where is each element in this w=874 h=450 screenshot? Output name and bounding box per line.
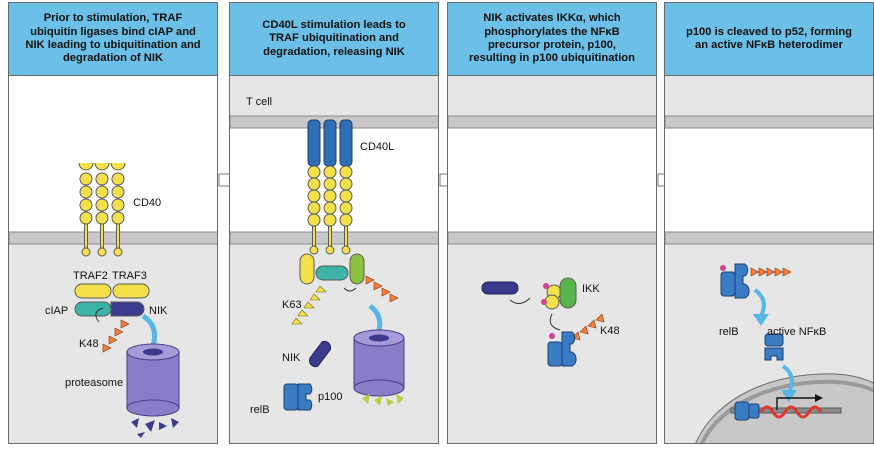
dna-transcription <box>730 394 842 421</box>
t-cell-label: T cell <box>246 96 273 108</box>
cleavage-arrow-head <box>753 314 769 326</box>
nik-shape <box>308 340 332 368</box>
k48-label: K48 <box>79 338 99 350</box>
t-cell-area <box>230 76 438 116</box>
relb-p100-complex <box>720 263 750 299</box>
cd40l-label: CD40L <box>360 141 395 153</box>
cd40-label: CD40 <box>133 197 162 209</box>
cleavage-arrow <box>753 288 766 317</box>
nik-label: NIK <box>282 352 301 364</box>
proteasome-cylinder <box>353 329 405 397</box>
cell-membrane <box>9 231 217 245</box>
k48-ubiquitin-chain <box>102 319 130 353</box>
ikk-label: IKK <box>582 283 600 295</box>
panel-2: CD40L stimulation leads to TRAF ubiquiti… <box>229 2 439 444</box>
traf2-shape <box>74 283 112 299</box>
ciap-shape <box>315 265 349 281</box>
k48-ubiquitin-chain <box>365 275 399 303</box>
panel-3-title: NIK activates IKKα, which phosphorylates… <box>469 12 635 65</box>
k48-ubiquitin-chain <box>750 267 792 277</box>
k63-label: K63 <box>282 299 302 311</box>
nuclear-import-arrow-head <box>781 390 797 402</box>
curved-arrow <box>509 297 531 304</box>
curved-arrow <box>343 287 357 292</box>
ciap-label: cIAP <box>45 305 69 317</box>
panel-4-title: p100 is cleaved to p52, forming an activ… <box>685 25 852 51</box>
traf2-shape <box>299 253 315 285</box>
cell-membrane <box>448 231 656 245</box>
panel-3-illustration <box>448 76 656 443</box>
nuclear-import-arrow <box>781 364 794 393</box>
panel-2-title: CD40L stimulation leads to TRAF ubiquiti… <box>262 18 406 58</box>
degradation-arrow <box>141 313 158 347</box>
traf2-label: TRAF2 <box>73 270 108 282</box>
nuclear-envelope <box>699 379 873 443</box>
traf3-label: TRAF3 <box>112 270 147 282</box>
panel-3: NIK activates IKKα, which phosphorylates… <box>447 2 657 444</box>
cytoplasm <box>9 232 217 443</box>
ikk-complex <box>541 277 577 310</box>
active-nfkb-dimer <box>764 333 784 361</box>
panel-1-title: Prior to stimulation, TRAF ubiquitin lig… <box>25 12 201 65</box>
panel-1: Prior to stimulation, TRAF ubiquitin lig… <box>8 2 218 444</box>
panel-1-header: Prior to stimulation, TRAF ubiquitin lig… <box>9 3 217 76</box>
t-cell-membrane <box>448 115 656 129</box>
traf3-shape <box>112 283 150 299</box>
cell-membrane <box>665 231 873 245</box>
panel-1-illustration <box>9 76 217 443</box>
nik-label: NIK <box>149 305 168 317</box>
nik-shape <box>110 301 145 317</box>
t-cell-area <box>665 76 873 116</box>
panel-4-illustration <box>665 76 873 443</box>
cd40l-ligand <box>307 119 353 167</box>
p100-label: p100 <box>318 391 343 403</box>
relb-label: relB <box>250 404 270 416</box>
panel-4-header: p100 is cleaved to p52, forming an activ… <box>665 3 873 76</box>
relb-label: relB <box>719 326 739 338</box>
proteasome-cylinder <box>126 343 180 417</box>
curved-arrow <box>95 307 104 323</box>
panel-4: p100 is cleaved to p52, forming an activ… <box>664 2 874 444</box>
t-cell-membrane <box>665 115 873 129</box>
cd40-receptor <box>307 165 353 255</box>
nik-shape <box>481 281 519 295</box>
degraded-nik-fragments <box>131 418 179 438</box>
k48-label: K48 <box>600 325 620 337</box>
relb-p100-complex <box>547 331 577 367</box>
relb-p100-complex <box>283 383 313 411</box>
cell-membrane <box>230 231 438 245</box>
cd40-receptor <box>78 162 126 257</box>
panel-3-header: NIK activates IKKα, which phosphorylates… <box>448 3 656 76</box>
curved-arrow <box>549 313 561 331</box>
k63-ubiquitin-chain <box>291 285 327 325</box>
panel-2-illustration <box>230 76 438 443</box>
ciap-shape <box>74 301 112 317</box>
active-nfkb-label: active NFκB <box>767 326 827 338</box>
proteasome-label: proteasome <box>65 377 124 389</box>
traf3-shape <box>349 253 365 285</box>
panel-2-header: CD40L stimulation leads to TRAF ubiquiti… <box>230 3 438 76</box>
k48-ubiquitin-chain <box>571 313 605 341</box>
degraded-traf-fragments <box>362 394 404 406</box>
t-cell-area <box>448 76 656 116</box>
